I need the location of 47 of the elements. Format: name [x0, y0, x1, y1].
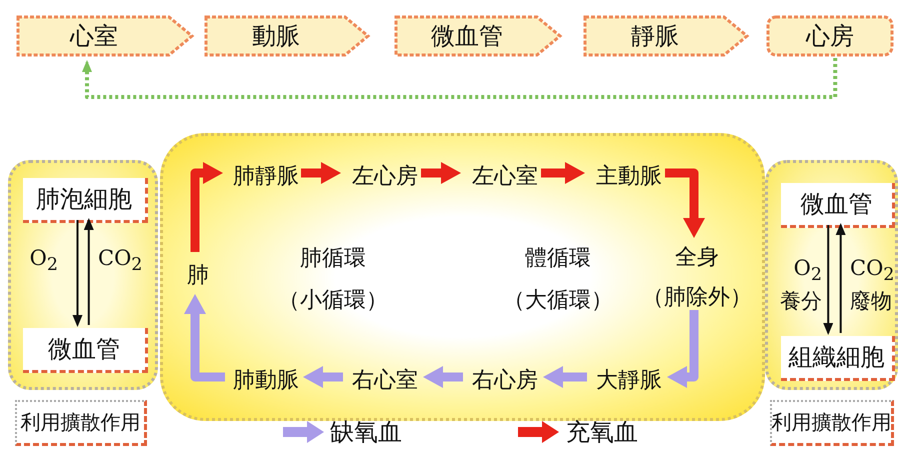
- edge-label: O$_{2}$: [28, 245, 58, 278]
- step-arrow-box: 靜脈: [582, 14, 750, 58]
- circulation-label: （大循環）: [503, 287, 613, 315]
- exchange-arrow: [84, 218, 94, 325]
- vessel-label: 肺動脈: [228, 362, 304, 398]
- flow-arrow: [541, 162, 585, 184]
- note-box: 利用擴散作用: [770, 400, 894, 446]
- note-box: 利用擴散作用: [15, 400, 147, 446]
- legend-label: 缺氧血: [330, 417, 402, 448]
- step-arrow-box: 動脈: [203, 14, 371, 58]
- cell-box: 微血管: [23, 328, 148, 373]
- flow-arrow: [301, 162, 341, 184]
- edge-label: CO$_{2}$廢物: [850, 255, 896, 314]
- exchange-arrow: [823, 225, 834, 335]
- exchange-panel: [765, 160, 898, 390]
- circulation-label: 體循環: [525, 245, 591, 273]
- step-arrow-box: 微血管: [393, 14, 563, 58]
- flow-arrow: [421, 162, 461, 184]
- vessel-label: 肺: [181, 255, 215, 295]
- body-part-label: （肺除外）: [642, 284, 752, 312]
- vessel-label: 主動脈: [590, 158, 668, 194]
- flow-arrow: [190, 162, 223, 252]
- flow-arrow: [667, 310, 698, 388]
- circulation-panel: [160, 133, 765, 421]
- legend-label: 充氧血: [566, 417, 638, 448]
- vessel-label: 右心房: [466, 362, 544, 398]
- cell-box: 肺泡細胞: [23, 178, 148, 223]
- exchange-panel: [8, 160, 158, 390]
- exchange-arrow: [836, 223, 846, 333]
- cell-box: 微血管: [781, 183, 895, 228]
- vessel-label: 肺靜脈: [228, 158, 304, 194]
- vessel-label: 右心室: [346, 362, 424, 398]
- flow-arrow: [543, 366, 587, 388]
- step-arrow-box: 心室: [15, 14, 195, 58]
- edge-label: CO$_{2}$: [98, 245, 142, 278]
- return-arrow: [82, 58, 838, 99]
- edge-label: O$_{2}$養分: [779, 255, 822, 314]
- flow-arrow: [303, 366, 343, 388]
- body-part-label: 全身: [675, 244, 719, 272]
- vessel-label: 左心室: [466, 158, 544, 194]
- vessel-label: 左心房: [346, 158, 424, 194]
- flow-arrow: [423, 366, 463, 388]
- cell-box: 組織細胞: [781, 336, 895, 381]
- circulation-label: 肺循環: [300, 245, 366, 273]
- circulation-label: （小循環）: [278, 287, 388, 315]
- exchange-arrow: [72, 220, 82, 327]
- vessel-label: 大靜脈: [590, 362, 668, 398]
